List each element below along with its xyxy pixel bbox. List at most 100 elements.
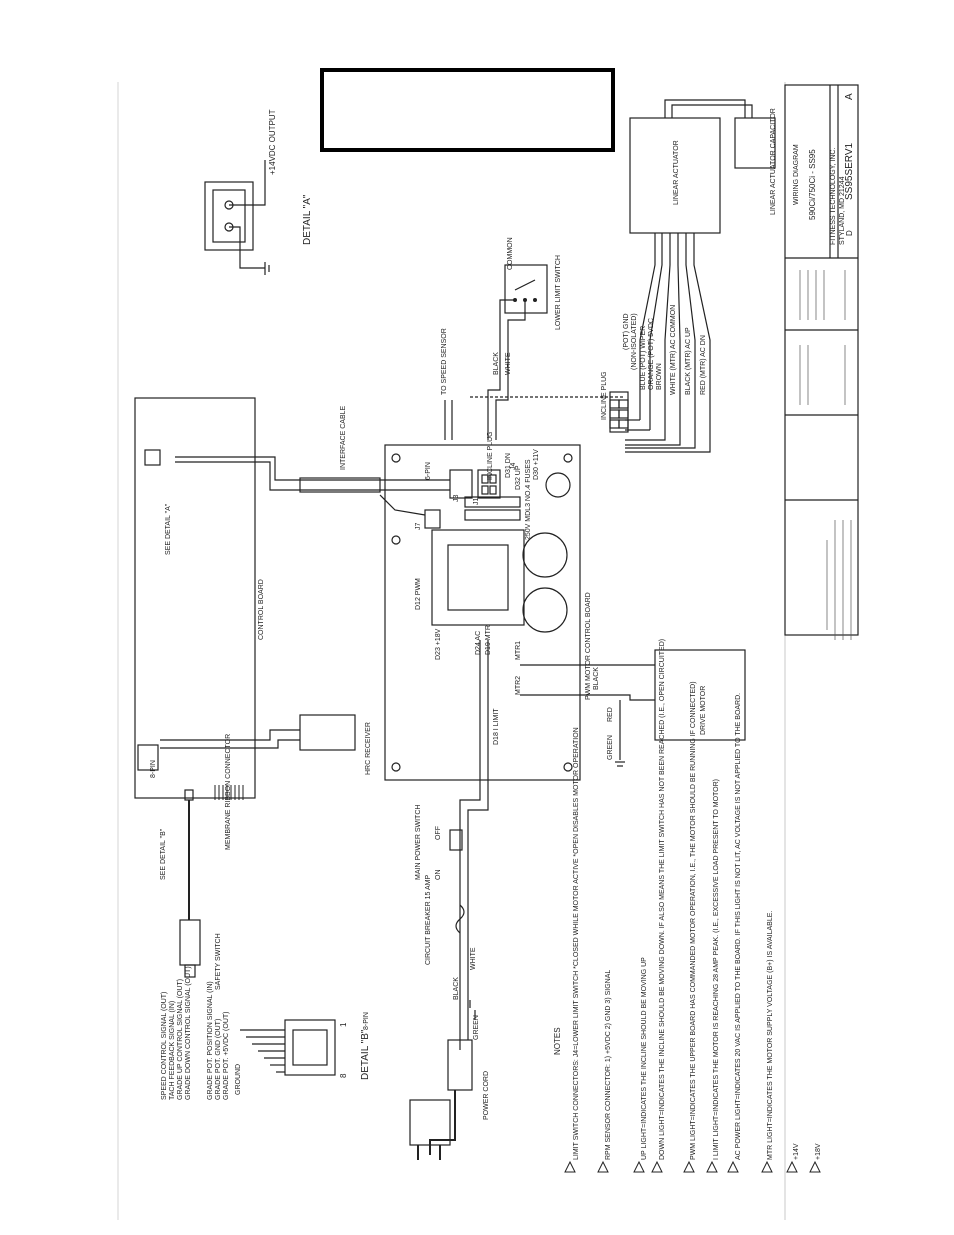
wire-label: RED (MTR) AC DN [700, 335, 707, 395]
incline-plug-group: INCLINE PLUG [601, 371, 629, 433]
note-item: MTR LIGHT=INDICATES THE MOTOR SUPPLY VOL… [767, 911, 774, 1160]
heat-sink-inner [447, 544, 509, 611]
detail-b-group: 1 8 DETAIL "B" 8-PIN GROUND GRADE POT. P… [161, 966, 371, 1100]
actuator-capacitor [734, 117, 776, 169]
d18-label: D18 I LIMIT [493, 708, 500, 745]
control-board [134, 397, 256, 799]
actuator-cable [664, 233, 671, 430]
wire-label: BLUE (POT) WIPER [640, 326, 647, 390]
note-item: I LIMIT LIGHT=INDICATES THE MOTOR IS REA… [713, 779, 720, 1160]
pinout-b-item: SPEED CONTROL SIGNAL (OUT) [161, 992, 168, 1100]
main-power-switch [449, 829, 463, 851]
drive-motor-group: DRIVE MOTOR BLACK RED GREEN [520, 649, 746, 767]
power-wire-black [459, 640, 481, 1050]
interface-cable-label: INTERFACE CABLE [340, 405, 347, 470]
detail-a-connector [204, 181, 254, 251]
d32-label: D32 UP [515, 465, 522, 490]
actuator-cable [625, 430, 666, 441]
power-wire-white [467, 640, 489, 1040]
detail-a-connector-inner [212, 189, 246, 243]
membrane-label: MEMBRANE RIBBON CONNECTOR [225, 734, 232, 850]
note-item: AC POWER LIGHT=INDICATES 20 VAC IS APPLI… [735, 693, 742, 1160]
lower-limit-switch [504, 264, 548, 314]
hrc-receiver [299, 714, 356, 751]
ground-wire [229, 226, 265, 269]
d12-label: D12 PWM [415, 578, 422, 610]
safety-switch-label: SAFETY SWITCH [215, 933, 222, 990]
j3-connector [449, 469, 473, 499]
note-flag-icon [597, 1160, 609, 1173]
actuator-cable [677, 233, 681, 430]
black-power-label: BLACK [453, 977, 460, 1000]
power-cord-label: POWER CORD [483, 1071, 490, 1120]
j7-lead [379, 494, 426, 516]
blank-title-box [320, 68, 615, 152]
note-flag-icon [651, 1160, 663, 1173]
common-label: COMMON [507, 237, 514, 270]
lower-limit-switch-group: LOWER LIMIT SWITCH COMMON BLACK WHITE [470, 237, 625, 440]
detail-b-title: DETAIL "B" [360, 1029, 371, 1080]
actuator-cable [639, 233, 656, 420]
black-wire-label: BLACK [493, 352, 500, 375]
control-board-label: CONTROL BOARD [258, 579, 265, 640]
note-flag-icon [706, 1160, 718, 1173]
note-item: RPM SENSOR CONNECTOR: 1) +5VDC 2) GND 3)… [605, 970, 612, 1160]
note-item: +14V [793, 1143, 800, 1160]
notes-heading: NOTES [553, 1027, 562, 1055]
detail-b-connector [284, 1019, 336, 1076]
motor-wire-red [520, 694, 655, 701]
heat-sink [431, 529, 525, 626]
capacitor-wire [671, 104, 753, 118]
fuses-label: 250V MDL3 NO.4 FUSES [525, 459, 532, 540]
capacitor-wire [664, 99, 746, 118]
power-plug [409, 1099, 451, 1146]
interface-cable [175, 456, 450, 481]
hrc-receiver-label: HRC RECEIVER [365, 722, 372, 775]
actuator-cable [685, 233, 696, 430]
power-cord [429, 1090, 456, 1155]
note-flag-icon [727, 1160, 739, 1173]
output-14v-label: +14VDC OUTPUT [268, 109, 277, 175]
pwm-motor-control-board [384, 444, 581, 781]
note-flag-icon [761, 1160, 773, 1173]
note-item: DOWN LIGHT=INDICATES THE INCLINE SHOULD … [659, 639, 666, 1160]
pinout-b-item: GRADE DOWN CONTROL SIGNAL (OUT) [185, 966, 192, 1100]
fuse [464, 509, 521, 521]
linear-actuator-group: LINEAR ACTUATOR LINEAR ACTUATOR CAPACITO… [623, 99, 777, 453]
note-item: UP LIGHT=INDICATES THE INCLINE SHOULD BE… [641, 957, 648, 1160]
wire-label: ORANGE (POT) 5VDC [648, 318, 655, 390]
d23-label: D23 +18V [435, 628, 442, 660]
fuse [464, 496, 521, 508]
actuator-cable [693, 233, 711, 430]
pwm-board-group: 250V MDL3 NO.4 FUSES PWM MOTOR CONTROL B… [384, 431, 592, 781]
title-line1: WIRING DIAGRAM [793, 144, 800, 205]
title-line2: 590Ci/750Ci - SS95 [808, 149, 817, 220]
mtr2-label: MTR2 [515, 676, 522, 695]
d30-label: D30 +11V [533, 449, 540, 480]
detail-a: +14VDC OUTPUT DETAIL "A" [204, 109, 313, 275]
hrc-lead [160, 739, 300, 749]
detail-a-connector-ref [144, 449, 161, 466]
pinout-b-item: GRADE POT. POSITION SIGNAL (IN) [207, 981, 214, 1100]
notes-group: NOTES LIMIT SWITCH CONNECTORS: J4=LOWER … [553, 639, 822, 1173]
note-item: PWM LIGHT=INDICATES THE UPPER BOARD HAS … [690, 681, 697, 1160]
detail-b-connector-inner [292, 1029, 328, 1066]
green-power-label: GREEN [473, 1015, 480, 1040]
j3-label: J3 [453, 495, 460, 503]
on-label: ON [435, 870, 442, 881]
doc-number: SS95SERV1 [844, 142, 855, 200]
see-detail-b-label: SEE DETAIL "B" [160, 828, 167, 880]
j7-connector [424, 509, 441, 529]
drive-motor-label: DRIVE MOTOR [700, 686, 707, 735]
note-item: LIMIT SWITCH CONNECTORS: J4=LOWER LIMIT … [573, 727, 580, 1160]
pin8-num: 8 [339, 1073, 348, 1078]
wire-label: (POT) GND [623, 313, 630, 350]
pinout-b-item: TACH FEEDBACK SIGNAL (IN) [169, 1001, 176, 1100]
speed-sensor-label: TO SPEED SENSOR [441, 328, 448, 395]
j1-connector [477, 469, 501, 499]
note-flag-icon [564, 1160, 576, 1173]
drive-motor [654, 649, 746, 741]
actuator-capacitor-label: LINEAR ACTUATOR CAPACITOR [770, 108, 777, 215]
actuator-cable [625, 430, 711, 453]
eight-pin-connector [137, 744, 159, 771]
